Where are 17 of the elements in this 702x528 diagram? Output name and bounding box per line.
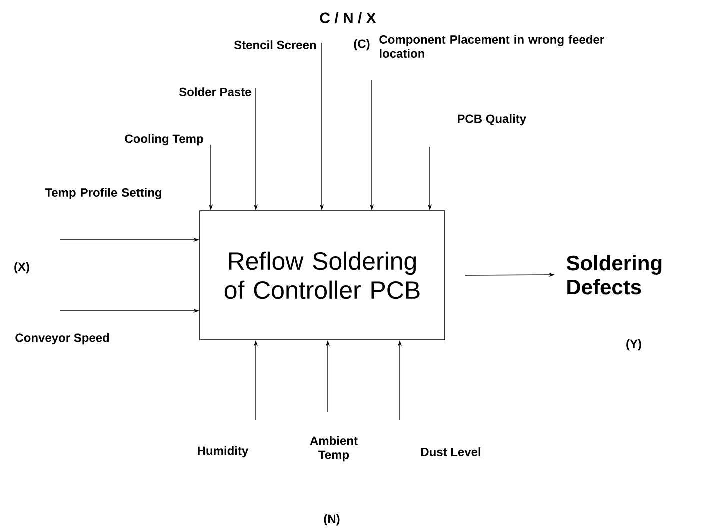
input-label: Cooling Temp (125, 134, 204, 146)
category-tag: (X) (14, 262, 30, 274)
noise-label: Ambient Temp (310, 436, 358, 462)
noise-label: Dust Level (421, 448, 480, 456)
noise-label: Humidity (198, 446, 249, 458)
category-tag: (C) (354, 39, 370, 51)
input-label: Stencil Screen (234, 40, 316, 50)
input-label: Solder Paste (179, 88, 252, 96)
input-label: PCB Quality (458, 114, 526, 126)
category-heading: C / N / X (320, 12, 376, 24)
output-label: Soldering Defects (566, 255, 662, 295)
input-label: Component Placement in wrong feeder location (380, 35, 604, 58)
process-box: Reflow Soldering of Controller PCB (200, 210, 446, 340)
input-label: Temp Profile Setting (45, 188, 162, 200)
category-tag: (Y) (626, 339, 642, 351)
input-label: Conveyor Speed (16, 333, 110, 345)
category-tag: (N) (324, 514, 340, 526)
